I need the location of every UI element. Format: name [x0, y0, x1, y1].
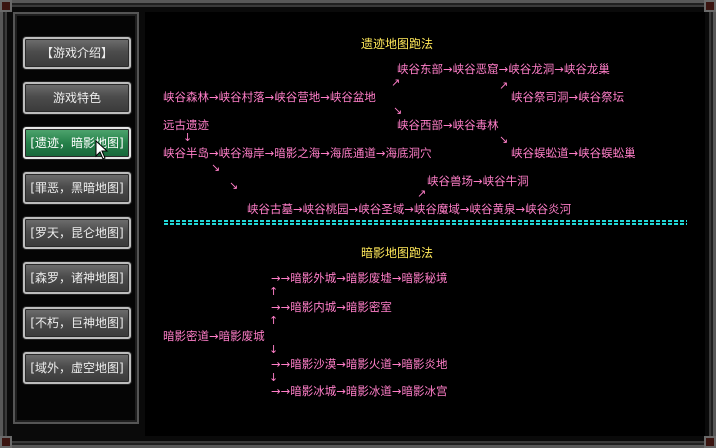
sidebar-item-game-features[interactable]: 游戏特色 — [23, 82, 131, 114]
frame-corner-ornament — [704, 436, 716, 448]
ruins-east-route: 峡谷东部→峡谷恶窟→峡谷龙洞→峡谷龙巢 — [397, 62, 610, 76]
frame-corner-ornament — [0, 0, 12, 12]
sidebar-item-game-intro[interactable]: 【游戏介绍】 — [23, 37, 131, 69]
arrow-down: ↓ — [269, 343, 279, 356]
arrow-up-right: ↗ — [391, 76, 401, 89]
sidebar-item-luotian-kunlun-map[interactable]: [罗天，昆仑地图] — [23, 217, 131, 249]
shadow-inner-route: →→暗影内城→暗影密室 — [271, 300, 392, 314]
ruins-map-title: 遗迹地图跑法 — [361, 37, 434, 51]
arrow-down-right: ↘ — [499, 133, 509, 146]
ruins-centipede-route: 峡谷蜈蚣道→峡谷蜈蚣巢 — [511, 146, 636, 160]
arrow-down: ↓ — [183, 131, 193, 144]
arrow-down: ↓ — [269, 371, 279, 384]
ruins-origin: 远古遗迹 — [163, 118, 209, 132]
shadow-outer-route: →→暗影外城→暗影废墟→暗影秘境 — [271, 271, 448, 285]
shadow-origin-route: 暗影密道→暗影废城 — [163, 329, 265, 343]
sidebar-menu: 【游戏介绍】 游戏特色 [遗迹，暗影地图] [罪恶，黑暗地图] [罗天，昆仑地图… — [13, 12, 139, 424]
section-divider — [164, 220, 687, 225]
frame-corner-ornament — [704, 0, 716, 12]
arrow-down-right: ↘ — [393, 104, 403, 117]
shadow-desert-route: →→暗影沙漠→暗影火道→暗影炎地 — [271, 357, 448, 371]
main-content: 遗迹地图跑法 峡谷东部→峡谷恶窟→峡谷龙洞→峡谷龙巢 ↗ 峡谷森林→峡谷村落→峡… — [145, 12, 705, 436]
ruins-tomb-route: 峡谷古墓→峡谷桃园→峡谷圣域→峡谷魔域→峡谷黄泉→峡谷炎河 — [247, 202, 572, 216]
arrow-down-right: ↘ — [211, 161, 221, 174]
shadow-map-title: 暗影地图跑法 — [361, 246, 434, 260]
sidebar-item-immortal-giant-map[interactable]: [不朽，巨神地图] — [23, 307, 131, 339]
arrow-up: ↑ — [269, 314, 279, 327]
arrow-up-right: ↗ — [499, 79, 509, 92]
ruins-sacrifice-route: 峡谷祭司洞→峡谷祭坛 — [511, 90, 625, 104]
ruins-peninsula-route: 峡谷半岛→峡谷海岸→暗影之海→海底通道→海底洞穴 — [163, 146, 432, 160]
sidebar-item-senluo-gods-map[interactable]: [森罗，诸神地图] — [23, 262, 131, 294]
ruins-beast-route: 峡谷兽场→峡谷牛洞 — [427, 174, 529, 188]
arrow-up: ↑ — [269, 285, 279, 298]
sidebar-item-outer-void-map[interactable]: [域外，虚空地图] — [23, 352, 131, 384]
frame-corner-ornament — [0, 436, 12, 448]
ruins-west-route: 峡谷西部→峡谷毒林 — [397, 118, 499, 132]
ruins-forest-route: 峡谷森林→峡谷村落→峡谷营地→峡谷盆地 — [163, 90, 376, 104]
arrow-down-right: ↘ — [229, 179, 239, 192]
mouse-pointer-icon — [95, 140, 109, 160]
shadow-ice-route: →→暗影冰城→暗影冰道→暗影冰宫 — [271, 384, 448, 398]
arrow-up-right: ↗ — [417, 187, 427, 200]
sidebar-item-sin-dark-map[interactable]: [罪恶，黑暗地图] — [23, 172, 131, 204]
sidebar-item-ruins-shadow-map[interactable]: [遗迹，暗影地图] — [23, 127, 131, 159]
